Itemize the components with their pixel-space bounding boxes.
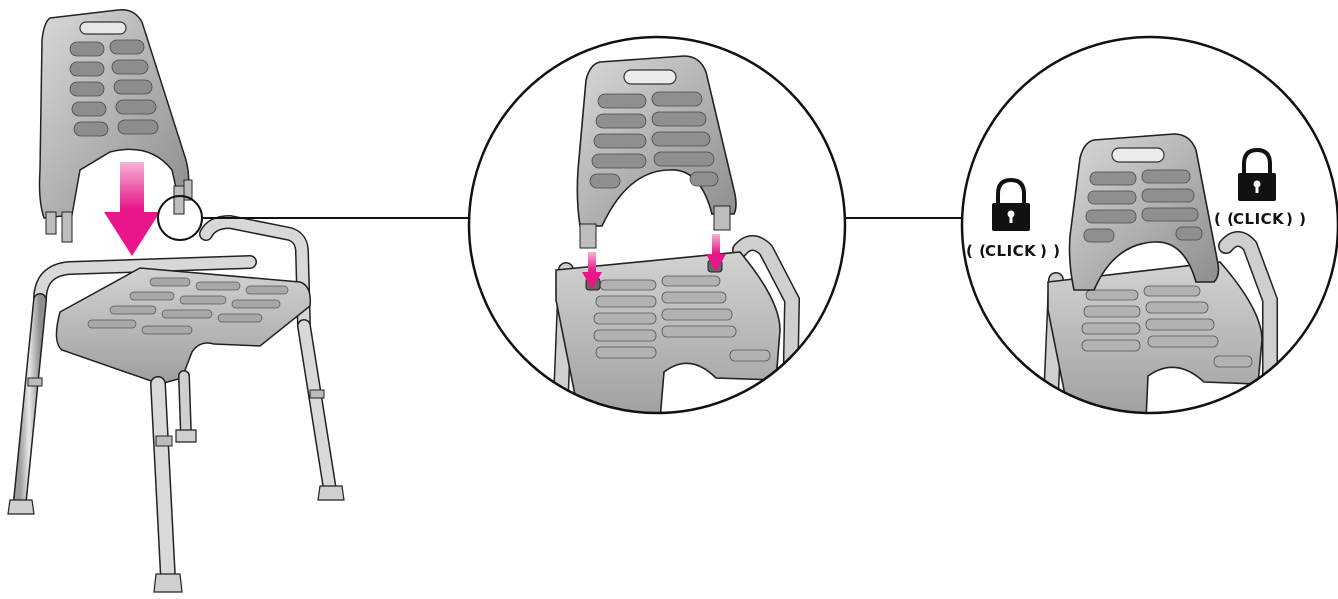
svg-text:) ): ) )	[1286, 210, 1306, 228]
click-text: CLICK	[1233, 210, 1285, 228]
down-arrow-icon	[104, 162, 160, 256]
detail-locked-view: ( ( CLICK ) ) ( ( CLICK ) )	[960, 35, 1338, 415]
padlock-icon	[992, 177, 1030, 231]
click-text: CLICK	[985, 242, 1037, 260]
down-arrow-icon	[582, 252, 602, 290]
svg-text:( (: ( (	[1214, 210, 1234, 228]
legs	[7, 293, 345, 593]
padlock-icon	[1238, 147, 1276, 201]
detail-insert-view	[467, 35, 847, 415]
svg-text:) ): ) )	[1040, 242, 1060, 260]
chair-full-view	[7, 9, 345, 593]
seat	[55, 267, 312, 385]
click-label-left: ( ( CLICK ) )	[966, 242, 1060, 260]
click-label-right: ( ( CLICK ) )	[1214, 210, 1306, 228]
svg-text:( (: ( (	[966, 242, 986, 260]
down-arrow-icon	[706, 234, 726, 272]
backrest	[38, 9, 193, 243]
